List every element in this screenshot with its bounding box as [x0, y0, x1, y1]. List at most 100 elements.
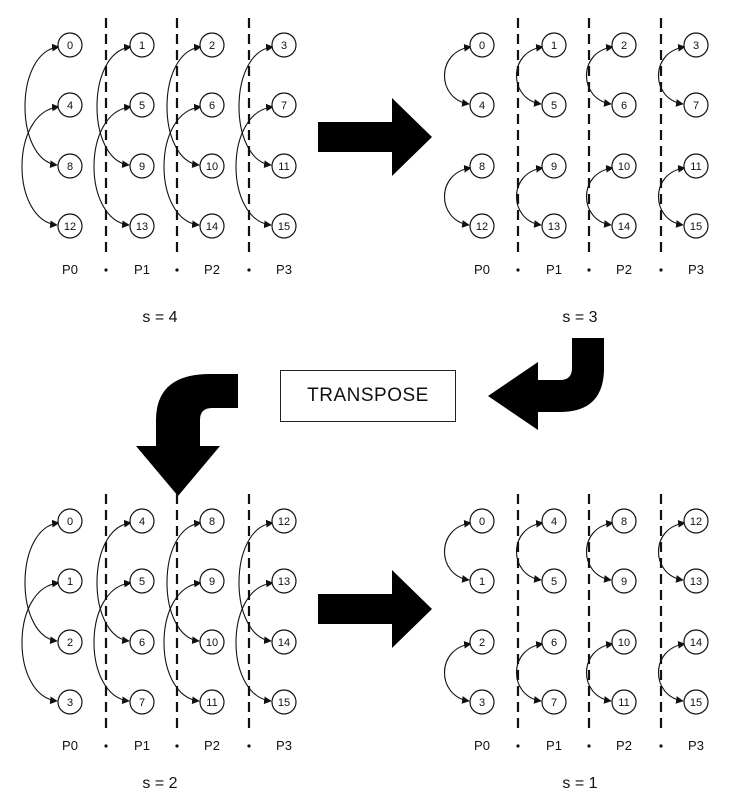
- exchange-arrow: [444, 164, 472, 228]
- element-node: 10: [199, 153, 225, 179]
- element-node: 5: [129, 568, 155, 594]
- element-value: 14: [618, 221, 630, 233]
- element-node: 9: [611, 568, 637, 594]
- element-value: 7: [551, 697, 557, 709]
- processor-label: P3: [276, 262, 292, 277]
- element-node: 10: [199, 629, 225, 655]
- element-value: 3: [479, 697, 485, 709]
- exchange-arrow: [21, 103, 60, 229]
- exchange-arrow: [93, 579, 132, 705]
- element-value: 14: [690, 637, 702, 649]
- element-node: 6: [541, 629, 567, 655]
- exchange-arrow: [238, 519, 274, 645]
- element-value: 13: [278, 576, 290, 588]
- divider-dot: [247, 744, 251, 748]
- element-value: 2: [479, 637, 485, 649]
- element-value: 7: [139, 697, 145, 709]
- element-value: 13: [136, 221, 148, 233]
- divider-dot: [175, 268, 179, 272]
- processor-label: P3: [276, 738, 292, 753]
- divider-dot: [659, 268, 663, 272]
- exchange-arrow: [444, 640, 472, 704]
- processor-label: P1: [546, 262, 562, 277]
- processor-label: P2: [616, 738, 632, 753]
- element-value: 6: [209, 100, 215, 112]
- element-value: 12: [64, 221, 76, 233]
- exchange-arrow: [516, 640, 544, 704]
- element-node: 2: [611, 32, 637, 58]
- element-node: 7: [541, 689, 567, 715]
- element-value: 1: [551, 40, 557, 52]
- element-value: 5: [551, 100, 557, 112]
- element-value: 1: [139, 40, 145, 52]
- element-node: 14: [271, 629, 297, 655]
- element-value: 13: [690, 576, 702, 588]
- divider-dot: [516, 268, 520, 272]
- divider-dot: [587, 268, 591, 272]
- curved-arrow-right: [488, 338, 604, 430]
- element-node: 3: [57, 689, 83, 715]
- element-node: 9: [199, 568, 225, 594]
- exchange-arrow: [21, 579, 60, 705]
- exchange-arrow: [658, 519, 686, 583]
- element-node: 6: [611, 92, 637, 118]
- element-node: 3: [469, 689, 495, 715]
- exchange-arrow: [516, 164, 544, 228]
- processor-label: P1: [546, 738, 562, 753]
- exchange-arrow: [163, 579, 202, 705]
- exchange-arrow: [658, 164, 686, 228]
- element-node: 15: [271, 689, 297, 715]
- element-node: 4: [469, 92, 495, 118]
- exchange-arrow: [235, 579, 274, 705]
- processor-label: P0: [62, 262, 78, 277]
- transpose-box: TRANSPOSE: [280, 370, 456, 422]
- element-node: 5: [541, 92, 567, 118]
- element-node: 3: [271, 32, 297, 58]
- element-value: 9: [621, 576, 627, 588]
- processor-label: P2: [616, 262, 632, 277]
- transpose-label: TRANSPOSE: [307, 385, 429, 406]
- exchange-arrow: [516, 43, 544, 107]
- element-node: 0: [57, 32, 83, 58]
- element-value: 1: [479, 576, 485, 588]
- element-value: 4: [479, 100, 485, 112]
- element-node: 12: [271, 508, 297, 534]
- element-value: 6: [139, 637, 145, 649]
- element-value: 6: [551, 637, 557, 649]
- exchange-arrow: [24, 43, 60, 169]
- element-value: 2: [621, 40, 627, 52]
- element-value: 7: [693, 100, 699, 112]
- divider-dot: [659, 744, 663, 748]
- element-node: 2: [199, 32, 225, 58]
- element-node: 0: [469, 32, 495, 58]
- element-node: 15: [683, 213, 709, 239]
- processor-label: P1: [134, 262, 150, 277]
- processor-label: P0: [62, 738, 78, 753]
- element-node: 8: [469, 153, 495, 179]
- divider-dot: [587, 744, 591, 748]
- exchange-arrow: [586, 164, 614, 228]
- element-value: 12: [476, 221, 488, 233]
- element-node: 15: [271, 213, 297, 239]
- element-node: 14: [683, 629, 709, 655]
- stage-label: s = 3: [562, 309, 597, 326]
- element-node: 0: [57, 508, 83, 534]
- processor-label: P0: [474, 262, 490, 277]
- element-value: 15: [278, 221, 290, 233]
- element-node: 10: [611, 629, 637, 655]
- processor-label: P2: [204, 738, 220, 753]
- element-value: 11: [618, 697, 629, 709]
- element-node: 14: [199, 213, 225, 239]
- exchange-arrow: [166, 519, 202, 645]
- element-node: 1: [541, 32, 567, 58]
- element-value: 12: [278, 516, 290, 528]
- exchange-arrow: [444, 519, 472, 583]
- element-node: 4: [541, 508, 567, 534]
- element-value: 11: [206, 697, 217, 709]
- element-node: 1: [469, 568, 495, 594]
- element-node: 7: [683, 92, 709, 118]
- element-node: 8: [611, 508, 637, 534]
- element-node: 12: [683, 508, 709, 534]
